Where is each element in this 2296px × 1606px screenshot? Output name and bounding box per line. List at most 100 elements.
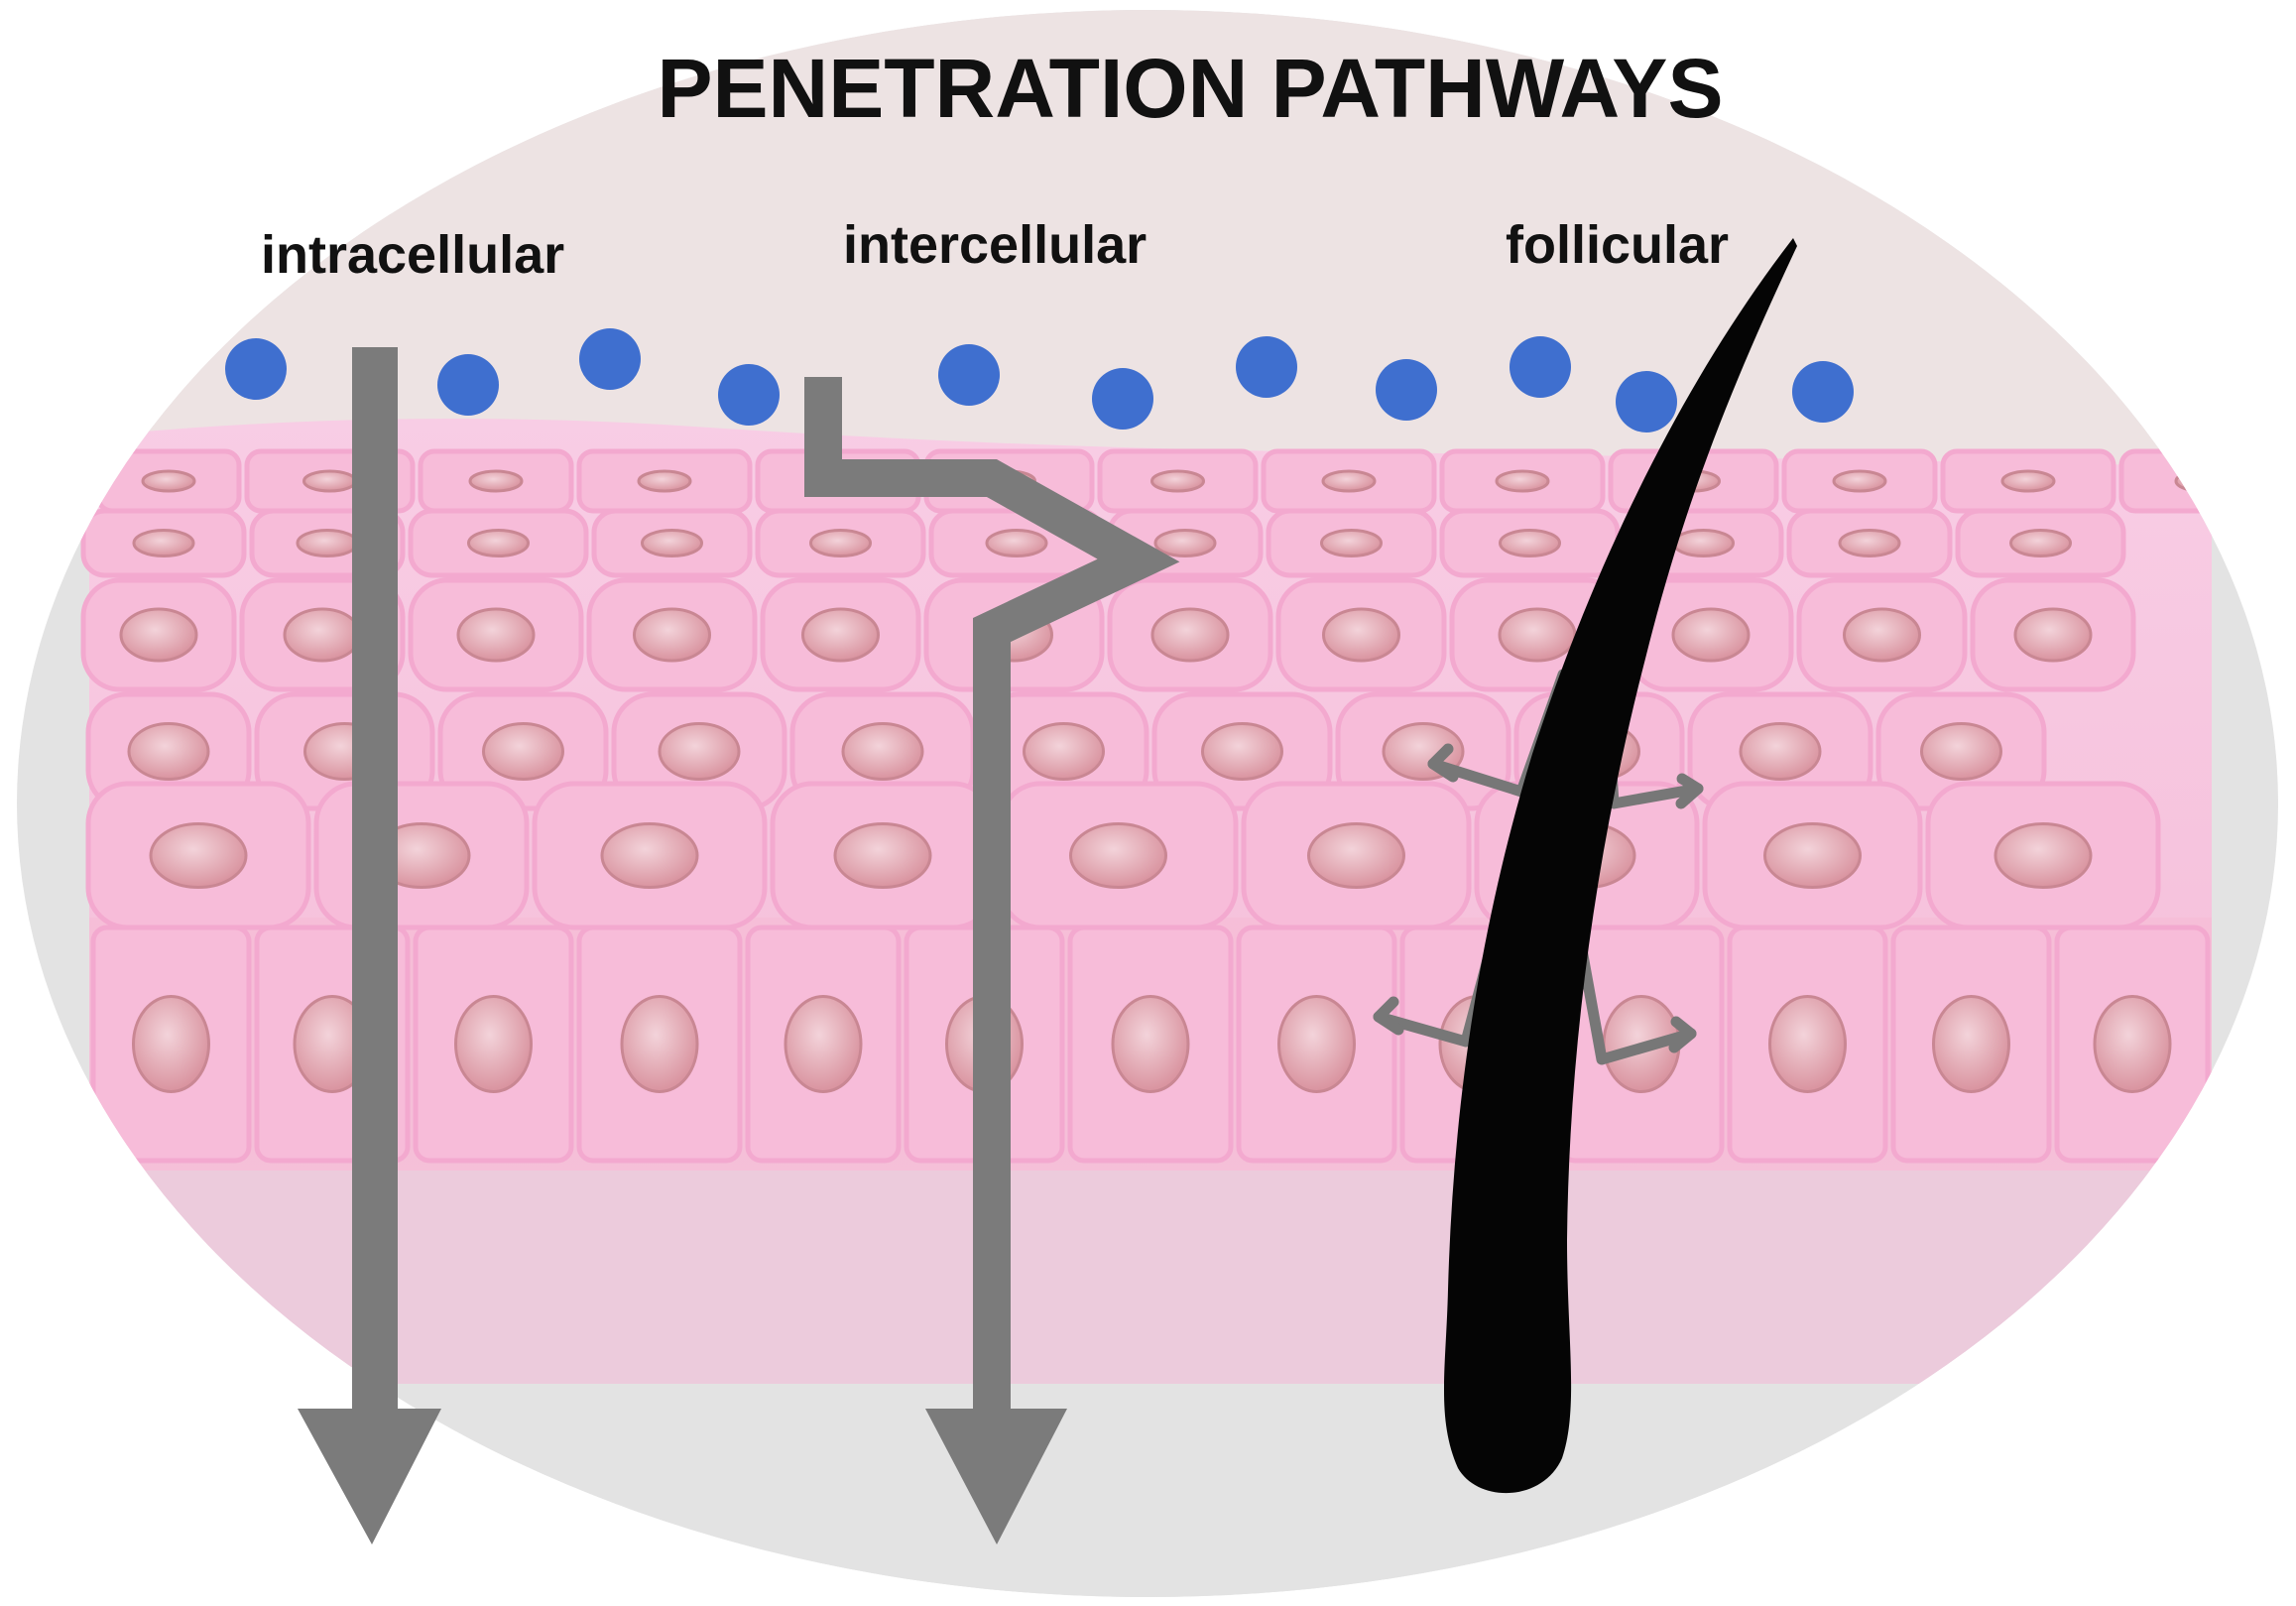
cell-nucleus <box>1932 995 2010 1093</box>
corneum-cell <box>1261 448 1437 514</box>
corneum-cell <box>95 448 242 514</box>
spinous-cell <box>1151 691 1333 811</box>
basal-cell <box>1067 925 1234 1164</box>
cell-nucleus <box>1838 529 1901 557</box>
cell-nucleus <box>1322 607 1400 663</box>
cell-nucleus <box>2013 607 2093 663</box>
diagram-title: PENETRATION PATHWAYS <box>658 42 1724 135</box>
cell-nucleus <box>1023 722 1105 781</box>
cell-nucleus <box>841 722 924 781</box>
basal-cell <box>1727 925 1888 1164</box>
spinous-cell <box>408 577 584 692</box>
intercellular-arrow <box>804 377 1180 1544</box>
dot-particle-icon <box>1236 336 1297 398</box>
spinous-cell <box>1796 577 1968 692</box>
cell-nucleus <box>119 607 198 663</box>
dermis-layer <box>89 1171 2212 1384</box>
cell-nucleus <box>1843 607 1921 663</box>
cell-nucleus <box>809 529 872 557</box>
cell-nucleus <box>1920 722 2002 781</box>
corneum-cell <box>2118 448 2278 514</box>
granular-cell <box>408 508 589 578</box>
spinous-cell <box>1107 577 1273 692</box>
cell-nucleus <box>456 607 536 663</box>
intracellular-arrow <box>298 347 441 1544</box>
basal-upper-cell <box>998 781 1239 930</box>
cell-nucleus <box>467 529 530 557</box>
dot-particle-icon <box>1092 368 1153 430</box>
spinous-cell <box>1970 577 2136 692</box>
dot-particle-icon <box>1792 361 1854 423</box>
cell-nucleus <box>658 722 741 781</box>
cell-nucleus <box>1111 995 1190 1093</box>
basal-cell <box>2054 925 2211 1164</box>
cell-nucleus <box>454 995 533 1093</box>
cell-nucleus <box>1201 722 1283 781</box>
basal-cell <box>1890 925 2052 1164</box>
cell-nucleus <box>132 529 195 557</box>
granular-cell <box>1439 508 1621 578</box>
cell-nucleus <box>833 822 932 889</box>
cell-nucleus <box>1994 822 2093 889</box>
cell-nucleus <box>283 607 362 663</box>
corneum-cell <box>1097 448 1259 514</box>
cell-nucleus <box>1671 607 1751 663</box>
cell-nucleus <box>620 995 699 1093</box>
dot-particle-icon <box>938 344 1000 406</box>
cell-nucleus <box>1768 995 1847 1093</box>
cell-nucleus <box>637 469 692 493</box>
cell-nucleus <box>600 822 699 889</box>
basal-cell <box>1236 925 1397 1164</box>
corneum-cell <box>1781 448 1938 514</box>
cell-nucleus <box>2009 529 2072 557</box>
basal-cell <box>576 925 743 1164</box>
cell-nucleus <box>132 995 210 1093</box>
cell-nucleus <box>2093 995 2172 1093</box>
granular-cell <box>1266 508 1437 578</box>
corneum-cell <box>1940 448 2116 514</box>
cell-nucleus <box>1739 722 1822 781</box>
corneum-cell <box>1439 448 1606 514</box>
basal-upper-cell <box>313 781 530 930</box>
cell-nucleus <box>1307 822 1405 889</box>
cell-nucleus <box>641 529 703 557</box>
cell-nucleus <box>1320 529 1383 557</box>
cell-nucleus <box>784 995 863 1093</box>
cell-nucleus <box>141 469 196 493</box>
spinous-cell <box>80 577 237 692</box>
dot-particle-icon <box>1376 359 1437 421</box>
cell-nucleus <box>985 529 1048 557</box>
corneum-cell <box>418 448 574 514</box>
skin-tissue <box>80 419 2278 1384</box>
basal-upper-cell <box>1241 781 1472 930</box>
spinous-cell <box>85 691 252 811</box>
cell-nucleus <box>482 722 564 781</box>
spinous-cell <box>586 577 758 692</box>
spinous-cell <box>1687 691 1873 811</box>
basal-upper-cell <box>770 781 996 930</box>
granular-cell <box>1786 508 1953 578</box>
basal-cell <box>413 925 574 1164</box>
cell-nucleus <box>1069 822 1167 889</box>
basal-cell <box>90 925 252 1164</box>
dot-particle-icon <box>1510 336 1571 398</box>
cell-nucleus <box>149 822 248 889</box>
spinous-cell <box>1875 691 2047 811</box>
cell-nucleus <box>1672 529 1735 557</box>
dot-particle-icon <box>225 338 287 400</box>
spinous-cell <box>760 577 921 692</box>
hair-follicle-icon <box>1444 238 1797 1494</box>
cell-nucleus <box>1150 469 1205 493</box>
granular-cell <box>80 508 247 578</box>
cell-nucleus <box>1495 469 1550 493</box>
cell-nucleus <box>633 607 711 663</box>
spinous-cell <box>1275 577 1447 692</box>
basal-cell <box>745 925 902 1164</box>
cell-nucleus <box>127 722 210 781</box>
label-intracellular: intracellular <box>261 225 564 285</box>
cell-nucleus <box>2174 469 2230 493</box>
cell-nucleus <box>468 469 524 493</box>
label-intercellular: intercellular <box>843 215 1147 275</box>
cell-nucleus <box>1150 607 1230 663</box>
